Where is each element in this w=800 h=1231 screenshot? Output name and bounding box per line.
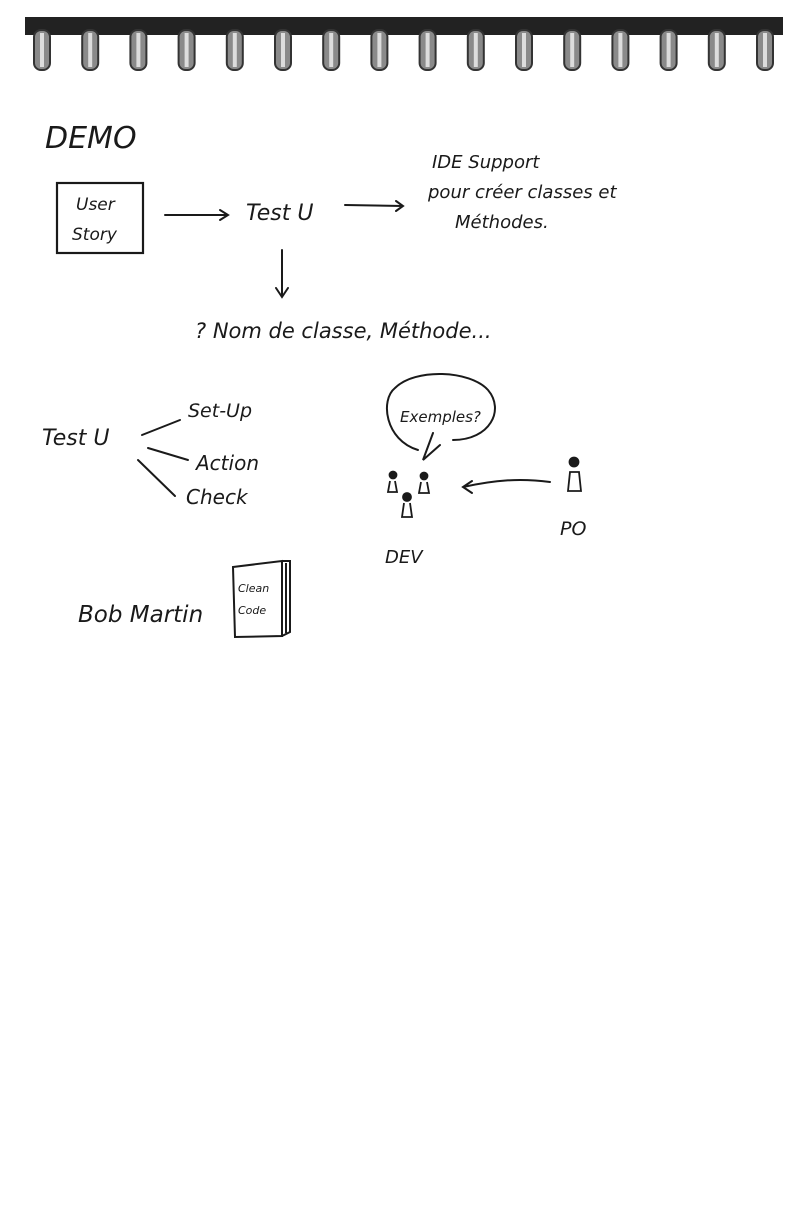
spiral-ring-highlight [136,33,141,67]
spiral-ring-highlight [184,33,189,67]
spiral-ring-highlight [425,33,430,67]
person-icon [386,470,399,493]
branch-action: Action [194,451,259,475]
arrow-right-icon [164,209,230,221]
book-icon [231,559,291,639]
spiral-ring-highlight [570,33,575,67]
spiral-ring-highlight [281,33,285,67]
user-story-line-1: User [76,195,116,215]
ide-note-line-1: IDE Support [432,152,540,173]
speech-bubble [386,372,496,461]
spiral-ring-highlight [666,33,671,67]
spiral-binding [25,17,783,71]
bubble-text: Exemples? [400,408,481,426]
person-icon [567,456,582,492]
ide-note-line-3: Méthodes. [455,212,549,233]
user-story-box [55,181,145,255]
ide-note-line-2: pour créer classes et [427,182,617,203]
branch-line [147,447,189,461]
test-u-root: Test U [42,426,109,451]
dev-label: DEV [385,547,424,568]
spiral-ring-highlight [473,33,478,67]
page-title: DEMO [45,121,137,156]
author-name: Bob Martin [78,602,203,628]
spiral-ring-highlight [522,33,526,67]
spiral-ring-highlight [232,33,237,67]
branch-check: Check [186,485,249,509]
spiral-ring-highlight [377,33,382,67]
arrow-right-icon [344,200,405,212]
spiral-ring-highlight [618,33,623,67]
person-icon [417,471,431,494]
spiral-ring-highlight [40,33,44,67]
arrow-left-icon [461,478,551,494]
arrow-down-icon [275,249,289,299]
spiral-ring-highlight [88,33,93,67]
user-story-line-2: Story [72,225,118,245]
test-u-step: Test U [246,201,313,226]
book-title-line-1: Clean [238,582,269,595]
branch-line [137,459,176,497]
branch-setup: Set-Up [188,400,252,422]
spiral-ring-highlight [763,33,767,67]
branch-line [141,419,181,436]
question-note: ? Nom de classe, Méthode... [195,319,492,343]
spiral-ring-highlight [329,33,334,67]
person-icon [400,492,414,518]
po-label: PO [560,518,586,540]
book-title-line-2: Code [238,604,266,617]
spiral-ring-highlight [714,33,719,67]
